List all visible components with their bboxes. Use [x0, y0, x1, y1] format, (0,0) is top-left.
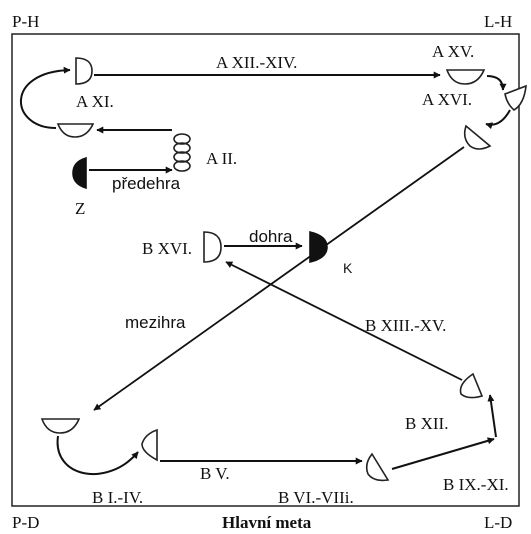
label-b-v: B V.	[200, 464, 230, 483]
shell-b-i-iv-upright	[141, 428, 158, 462]
corner-label-bottom-right: L-D	[484, 513, 512, 532]
footer-title: Hlavní meta	[222, 513, 312, 532]
label-a-ii: A II.	[206, 149, 237, 168]
label-b-ix-xi: B IX.-XI.	[443, 475, 509, 494]
shell-a-ii-bowl	[56, 123, 95, 138]
label-b-xii: B XII.	[405, 414, 448, 433]
arrow-a-xv-to-a-xvi	[486, 75, 507, 91]
label-a-xvi: A XVI.	[422, 90, 472, 109]
label-b-xiii-xv: B XIII.-XV.	[365, 316, 446, 335]
label-predehra: předehra	[112, 174, 181, 193]
label-a-xii-xiv: A XII.-XIV.	[216, 53, 297, 72]
corner-label-bottom-left: P-D	[12, 513, 39, 532]
shell-b-xvi	[203, 231, 222, 263]
label-b-i-iv: B I.-IV.	[92, 488, 143, 507]
arrow-up-to-b-xii	[487, 394, 497, 438]
coil-a-ii	[173, 133, 191, 172]
shell-a-xvi-left	[463, 124, 492, 150]
shell-b-i-iv-bowl	[40, 418, 81, 434]
label-z: Z	[75, 199, 85, 218]
shell-a-xv	[445, 69, 486, 85]
shell-z-black	[72, 156, 87, 190]
shell-b-vi-viii	[365, 452, 390, 482]
shell-b-xii	[459, 372, 484, 399]
corner-label-top-left: P-H	[12, 12, 39, 31]
arrow-b-i-iv-curve	[56, 435, 139, 475]
arrow-a-xvi-to-b-i	[93, 146, 465, 411]
arrow-b-xii-to-b-xvi	[225, 261, 463, 381]
label-b-vi-viii: B VI.-VIIi.	[278, 488, 354, 507]
label-mezihra: mezihra	[125, 313, 186, 332]
arrow-a-xvi-curve	[485, 109, 511, 130]
label-b-xvi: B XVI.	[142, 239, 192, 258]
arrow-loop-to-a-xi	[20, 66, 71, 129]
label-a-xi: A XI.	[76, 92, 114, 111]
label-a-xv: A XV.	[432, 42, 474, 61]
diagram-border	[11, 33, 520, 507]
label-k: K	[343, 260, 353, 276]
corner-label-top-right: L-H	[484, 12, 512, 31]
label-dohra: dohra	[249, 227, 293, 246]
arrow-b-ix-xi	[391, 437, 495, 470]
shell-a-xvi-right	[504, 84, 527, 111]
shell-a-xi	[75, 57, 93, 85]
